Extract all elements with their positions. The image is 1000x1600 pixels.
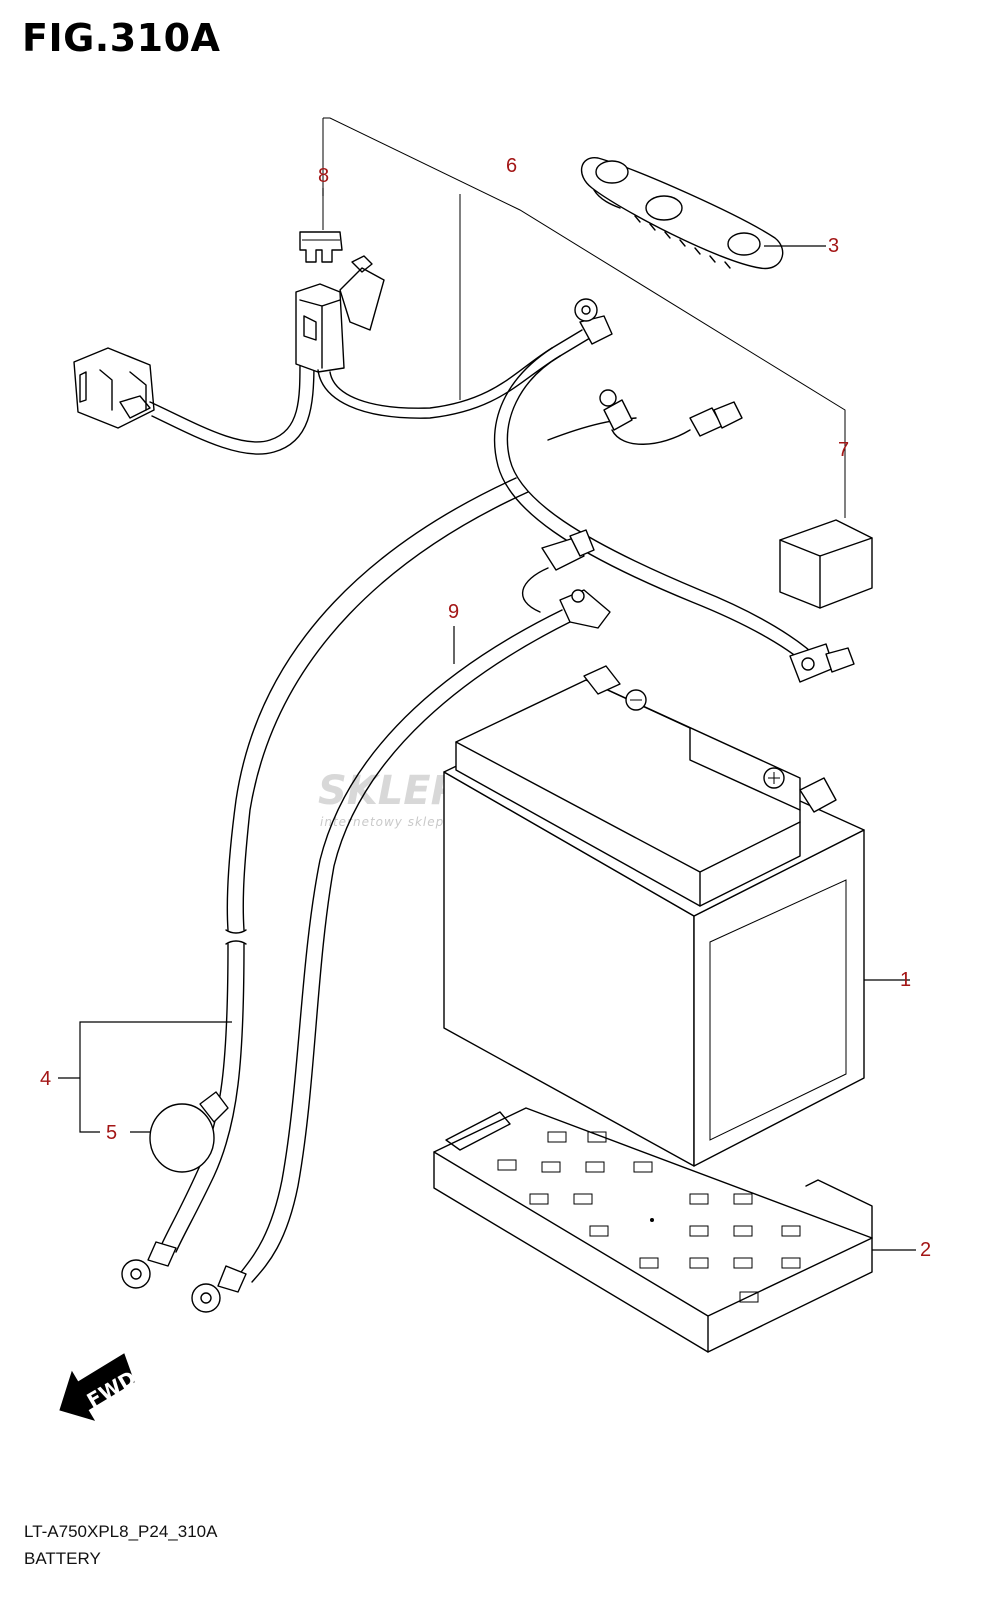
callout-4: 4 xyxy=(40,1068,51,1090)
battery-part xyxy=(443,665,865,1167)
callout-8: 8 xyxy=(318,165,329,187)
callout-9: 9 xyxy=(448,601,459,623)
figure-title: FIG.310A xyxy=(22,16,221,60)
battery-tray-part xyxy=(433,1107,873,1353)
bracket-lines xyxy=(322,117,846,518)
callout-3: 3 xyxy=(828,235,839,257)
wiring-harness-part xyxy=(73,255,855,931)
section-name: BATTERY xyxy=(24,1549,101,1568)
terminal-cover-part xyxy=(580,157,784,270)
ground-cable-part xyxy=(191,529,611,1313)
callout-6: 6 xyxy=(506,155,517,177)
terminal-cap-part xyxy=(149,1091,229,1173)
leader-lines xyxy=(58,188,916,1251)
callout-7: 7 xyxy=(838,439,849,461)
terminal-boot-part xyxy=(779,519,873,609)
fuse-part xyxy=(299,231,343,263)
fwd-arrow: FWD xyxy=(59,1353,140,1421)
battery-cable-part xyxy=(121,929,247,1289)
callout-5: 5 xyxy=(106,1122,117,1144)
callout-1: 1 xyxy=(900,969,911,991)
callout-2: 2 xyxy=(920,1239,931,1261)
model-code: LT-A750XPL8_P24_310A xyxy=(24,1522,218,1541)
callout-numbers: 1 2 3 4 5 6 7 8 9 xyxy=(40,155,931,1261)
